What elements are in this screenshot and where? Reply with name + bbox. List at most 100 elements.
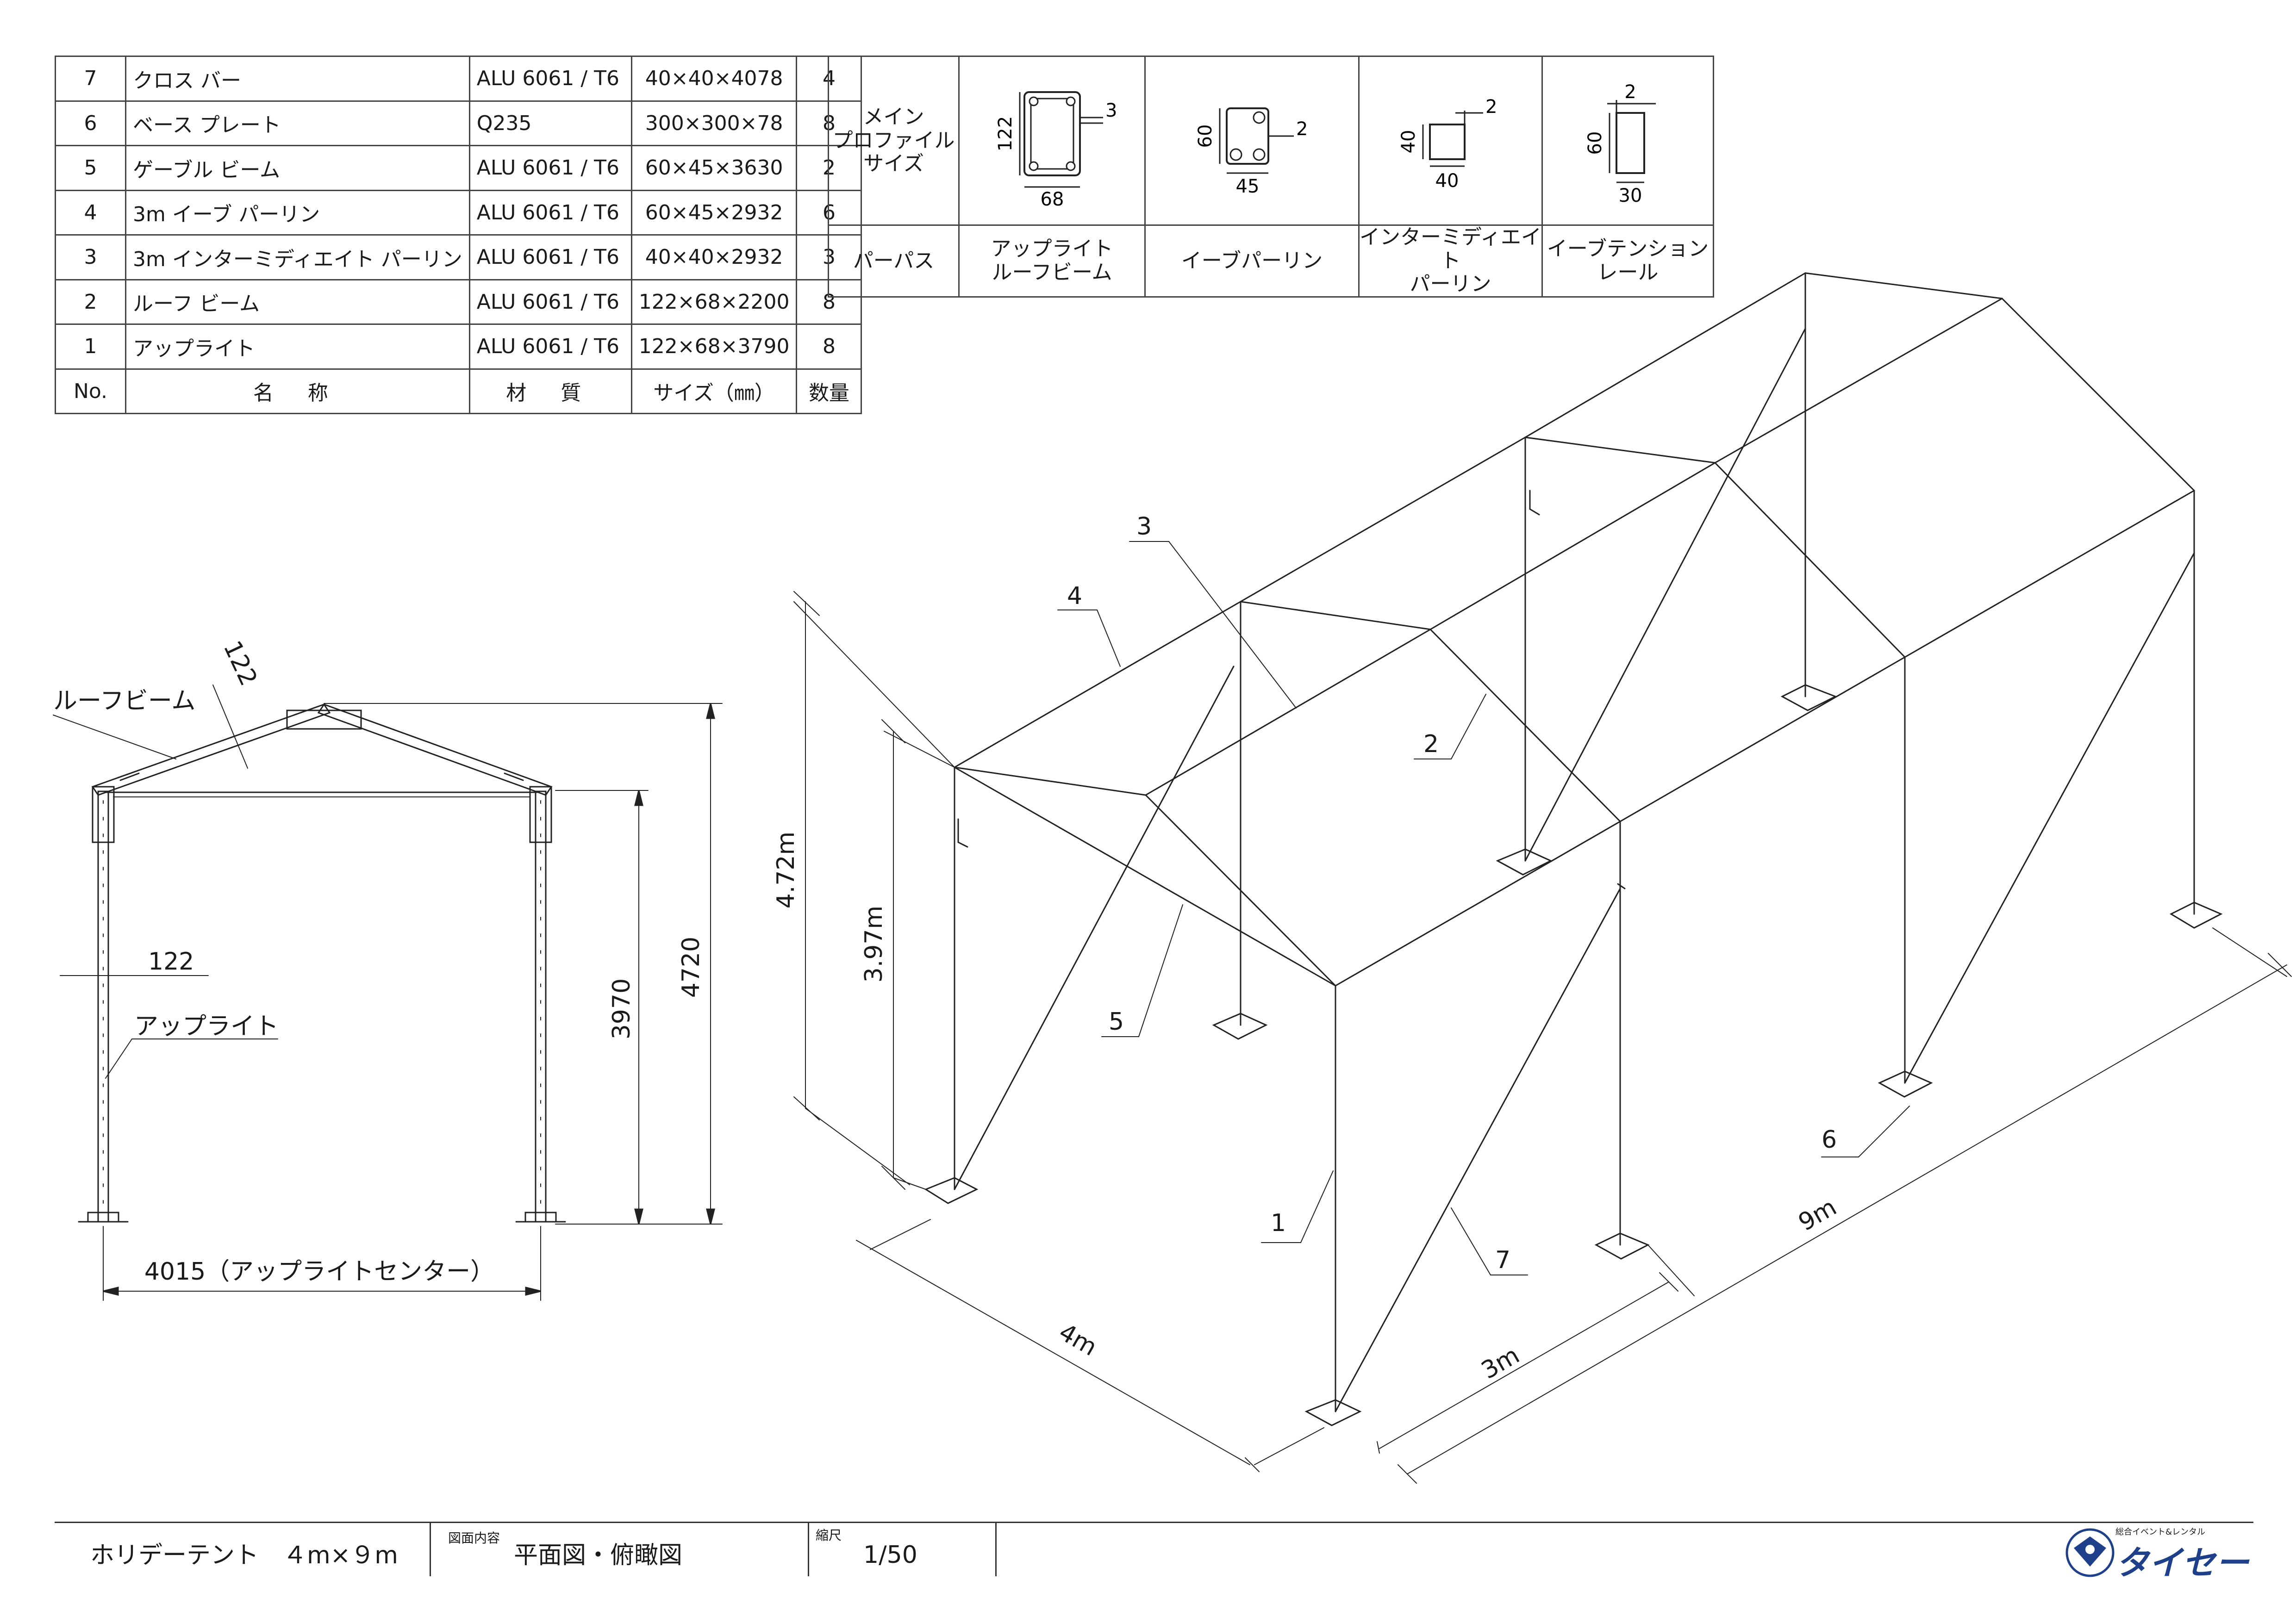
base-plate-icon bbox=[924, 1177, 979, 1204]
part-no-cell: 4 bbox=[55, 189, 126, 236]
part-name-cell: ルーフ ビーム bbox=[125, 279, 470, 325]
part-material-cell: ALU 6061 / T6 bbox=[468, 279, 632, 325]
base-plate-icon bbox=[1212, 1013, 1268, 1040]
front-left-roof-beam bbox=[91, 703, 331, 796]
intermediate-purlin-dim-height: 40 bbox=[1398, 130, 1419, 154]
part-size-cell: 60×45×3630 bbox=[630, 145, 798, 191]
header-name-cell: 名 称 bbox=[125, 368, 470, 414]
profile-upright-section: 122 68 3 bbox=[958, 56, 1146, 226]
title-block-divider bbox=[430, 1522, 431, 1576]
part-name-cell: 3m イーブ パーリン bbox=[125, 189, 470, 236]
tension-rail-dim-width: 30 bbox=[1618, 185, 1642, 206]
base-plate-icon bbox=[2169, 902, 2223, 929]
base-plate-icon bbox=[1780, 684, 1837, 711]
scale-caption: 縮尺 bbox=[816, 1528, 842, 1543]
profile-intermediate-purlin-section: 40 40 2 bbox=[1358, 56, 1543, 226]
header-size-cell: サイズ（㎜） bbox=[630, 368, 798, 414]
part-name-cell: クロス バー bbox=[125, 56, 470, 102]
part-size-cell: 300×300×78 bbox=[630, 100, 798, 146]
part-qty-cell: 8 bbox=[796, 323, 862, 370]
part-no-cell: 6 bbox=[55, 100, 126, 146]
title-block-divider bbox=[808, 1522, 809, 1576]
isometric-dimensions bbox=[793, 591, 2292, 1484]
tension-rail-dim-height: 60 bbox=[1585, 131, 1606, 155]
company-subtitle: 総合イベント&レンタル bbox=[2115, 1527, 2206, 1537]
part-material-cell: Q235 bbox=[468, 100, 632, 146]
part-name-cell: 3m インターミディエイト パーリン bbox=[125, 234, 470, 280]
width-dim: 4015（アップライトセンター） bbox=[144, 1258, 494, 1286]
height-eave-dim: 3970 bbox=[608, 978, 636, 1039]
purpose-intermediate-purlin: インターミディエイト パーリン bbox=[1358, 224, 1543, 298]
part-no-cell: 2 bbox=[55, 279, 126, 325]
upright-label: アップライト bbox=[134, 1013, 279, 1040]
isometric-frame bbox=[924, 272, 2223, 1426]
intermediate-purlin-dim-wall: 2 bbox=[1485, 96, 1497, 118]
title-block-border bbox=[55, 1522, 2253, 1523]
callout-1: 1 bbox=[1271, 1209, 1286, 1237]
dim-bay: 3m bbox=[1477, 1341, 1524, 1385]
part-size-cell: 60×45×2932 bbox=[630, 189, 798, 236]
intermediate-purlin-dim-width: 40 bbox=[1435, 170, 1459, 192]
upright-dim-width: 68 bbox=[1040, 189, 1064, 210]
tension-rail-section-icon: 60 30 2 bbox=[1585, 81, 1656, 206]
eave-purlin-dim-height: 60 bbox=[1195, 124, 1216, 148]
part-material-cell: ALU 6061 / T6 bbox=[468, 145, 632, 191]
title-block-divider bbox=[995, 1522, 997, 1576]
part-no-cell: 7 bbox=[55, 56, 126, 102]
part-size-cell: 122×68×3790 bbox=[630, 323, 798, 370]
drawing-contents: 平面図・俯瞰図 bbox=[514, 1542, 683, 1569]
base-plate-icon bbox=[1878, 1070, 1933, 1098]
table-header-row: No.名 称材 質サイズ（㎜）数量 bbox=[55, 368, 862, 414]
front-right-upright bbox=[535, 790, 547, 1223]
part-size-cell: 122×68×2200 bbox=[630, 279, 798, 325]
part-name-cell: ゲーブル ビーム bbox=[125, 145, 470, 191]
contents-caption: 図面内容 bbox=[448, 1530, 500, 1546]
drawing-scale: 1/50 bbox=[863, 1541, 917, 1569]
tension-rail-dim-wall: 2 bbox=[1624, 81, 1636, 103]
base-plate-icon bbox=[1496, 848, 1553, 876]
part-material-cell: ALU 6061 / T6 bbox=[468, 234, 632, 280]
header-no-cell: No. bbox=[55, 368, 126, 414]
dim-eave-height: 3.97m bbox=[860, 906, 888, 983]
roof-beam-dim: 122 bbox=[218, 637, 262, 690]
part-size-cell: 40×40×4078 bbox=[630, 56, 798, 102]
front-right-roof-beam bbox=[317, 703, 553, 796]
company-logo-icon bbox=[2065, 1528, 2115, 1577]
company-name: タイセー bbox=[2115, 1543, 2249, 1582]
height-ridge-dim: 4720 bbox=[677, 937, 705, 998]
intermediate-purlin-section-icon: 40 40 2 bbox=[1398, 96, 1497, 192]
part-material-cell: ALU 6061 / T6 bbox=[468, 56, 632, 102]
front-left-upright bbox=[97, 790, 109, 1223]
eave-purlin-dim-wall: 2 bbox=[1296, 118, 1308, 140]
profile-size-row: メイン プロファイル サイズ 122 68 3 bbox=[828, 56, 1714, 226]
profile-table: メイン プロファイル サイズ 122 68 3 bbox=[828, 56, 1714, 298]
upright-dim: 122 bbox=[148, 948, 194, 976]
purpose-upright: アップライト ルーフビーム bbox=[958, 224, 1146, 298]
part-material-cell: ALU 6061 / T6 bbox=[468, 189, 632, 236]
dim-width: 4m bbox=[1054, 1318, 1102, 1362]
header-qty-cell: 数量 bbox=[796, 368, 862, 414]
dim-total-height: 4.72m bbox=[772, 832, 800, 908]
profile-size-label: メイン プロファイル サイズ bbox=[828, 56, 960, 226]
callout-6: 6 bbox=[1822, 1126, 1837, 1154]
upright-dim-wall: 3 bbox=[1105, 100, 1117, 121]
part-no-cell: 3 bbox=[55, 234, 126, 280]
eave-purlin-section-icon: 60 45 2 bbox=[1195, 107, 1308, 197]
part-no-cell: 5 bbox=[55, 145, 126, 191]
dim-length: 9m bbox=[1794, 1193, 1841, 1237]
base-plate-icon bbox=[1594, 1232, 1650, 1260]
roof-beam-label: ルーフビーム bbox=[53, 687, 195, 715]
callout-2: 2 bbox=[1423, 730, 1439, 758]
upright-dim-height: 122 bbox=[995, 116, 1016, 151]
part-material-cell: ALU 6061 / T6 bbox=[468, 323, 632, 370]
profile-eave-purlin-section: 60 45 2 bbox=[1144, 56, 1360, 226]
part-name-cell: ベース プレート bbox=[125, 100, 470, 146]
part-size-cell: 40×40×2932 bbox=[630, 234, 798, 280]
